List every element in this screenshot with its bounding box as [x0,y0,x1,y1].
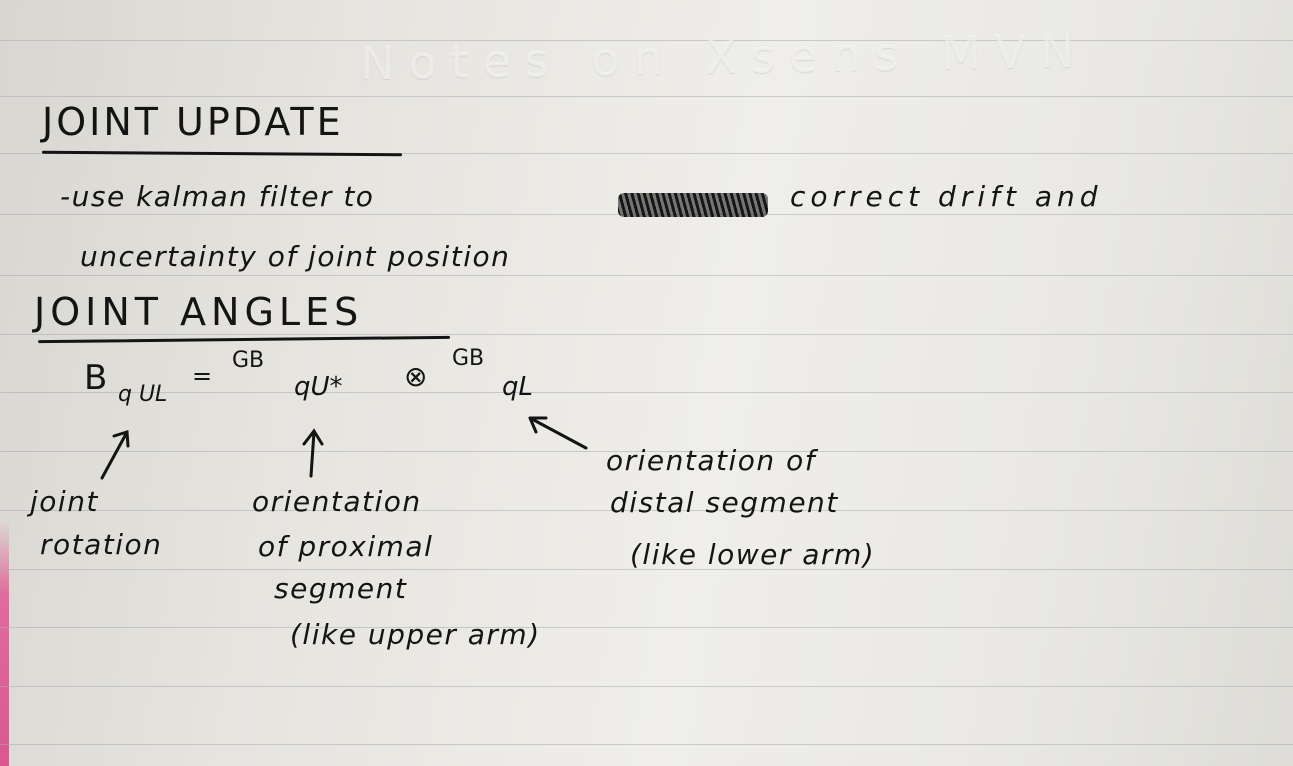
annotation-joint: joint [30,485,99,518]
formula-term1-superscript: GB [232,348,265,373]
ruled-line [0,451,1293,452]
annotation-like-upper-arm: (like upper arm) [290,618,541,651]
formula-lhs-subscript: q UL [118,382,168,407]
annotation-orientation-distal: orientation of [606,444,817,477]
arrow-proximal [302,428,324,478]
formula-term1-subscript: qU* [294,372,343,402]
ruled-line [0,40,1293,41]
uncertainty-line: uncertainty of joint position [80,240,511,273]
annotation-distal-segment: distal segment [610,486,839,519]
ruled-line [0,275,1293,276]
binding-edge [0,520,9,766]
ruled-line [0,569,1293,570]
arrow-joint-rotation [100,430,130,480]
ruled-line [0,744,1293,745]
ruled-line [0,686,1293,687]
formula-term2-superscript: GB [452,346,485,371]
annotation-orientation-proximal: orientation [252,485,422,518]
kalman-line-end: correct drift and [790,180,1103,213]
formula-lhs-symbol: B [84,358,108,398]
formula-equals: = [192,362,213,390]
annotation-segment-proximal: segment [274,572,408,605]
ruled-line [0,627,1293,628]
arrow-distal [528,416,588,450]
ruled-line [0,334,1293,335]
joint-update-heading: JOINT UPDATE [42,100,344,144]
formula-term2-subscript: qL [502,372,533,402]
kalman-line-start: -use kalman filter to [60,180,375,213]
joint-angles-heading: JOINT ANGLES [34,290,364,334]
annotation-rotation: rotation [40,528,163,561]
ruled-line [0,96,1293,97]
scribbled-out-word [618,193,768,217]
ruled-line [0,392,1293,393]
formula-lhs: B [84,358,107,398]
ruled-line [0,510,1293,511]
ruled-line [0,153,1293,154]
annotation-like-lower-arm: (like lower arm) [630,538,876,571]
annotation-of-proximal: of proximal [258,530,434,563]
formula-operator: ⊗ [404,360,428,393]
